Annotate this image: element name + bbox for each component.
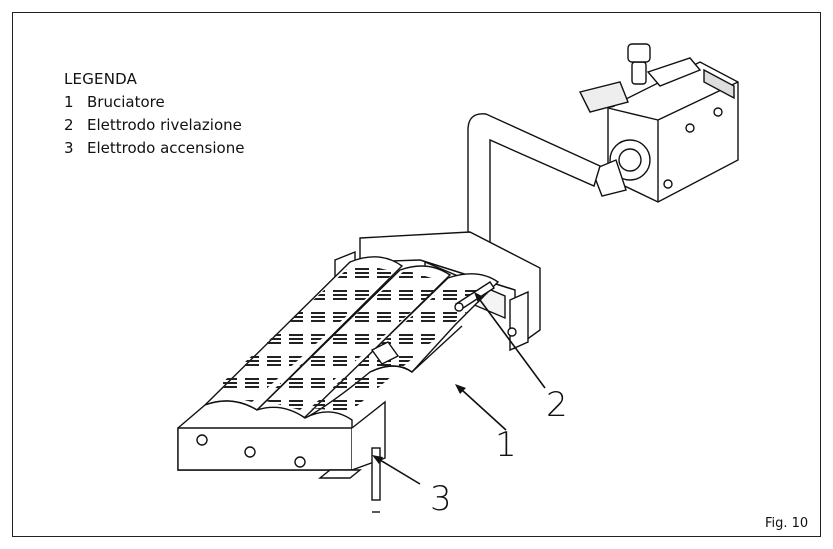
legend-item: 2 Elettrodo rivelazione: [64, 114, 244, 137]
figure-label: Fig. 10: [765, 516, 809, 531]
front-plate: [177, 400, 386, 479]
callout-arrowhead: [372, 455, 383, 464]
legend-item-number: 2: [64, 116, 74, 134]
callout-arrowhead: [455, 384, 466, 394]
legend-item-label: Elettrodo rivelazione: [87, 116, 242, 134]
legend-item-label: Bruciatore: [87, 93, 165, 111]
gas-valve: [578, 43, 739, 203]
detection-electrode: [454, 281, 495, 312]
gas-pipe: [467, 113, 601, 263]
legend-title: LEGENDA: [64, 70, 138, 88]
figure-frame: [12, 12, 821, 537]
legend-item-number: 3: [64, 139, 74, 157]
callout-label: 3: [430, 479, 452, 519]
callout-label: 1: [495, 425, 517, 465]
legend-item-label: Elettrodo accensione: [87, 139, 245, 157]
callout-arrowhead: [474, 292, 484, 303]
legend-item-number: 1: [64, 93, 74, 111]
legend-item: 1 Bruciatore: [64, 91, 244, 114]
legend-item: 3 Elettrodo accensione: [64, 137, 244, 160]
legend: LEGENDA 1 Bruciatore 2 Elettrodo rivelaz…: [64, 68, 244, 160]
ignition-electrode: [371, 447, 381, 513]
callout-label: 2: [546, 385, 568, 425]
callout-leader: [379, 299, 546, 485]
burner-tube: [301, 273, 500, 421]
